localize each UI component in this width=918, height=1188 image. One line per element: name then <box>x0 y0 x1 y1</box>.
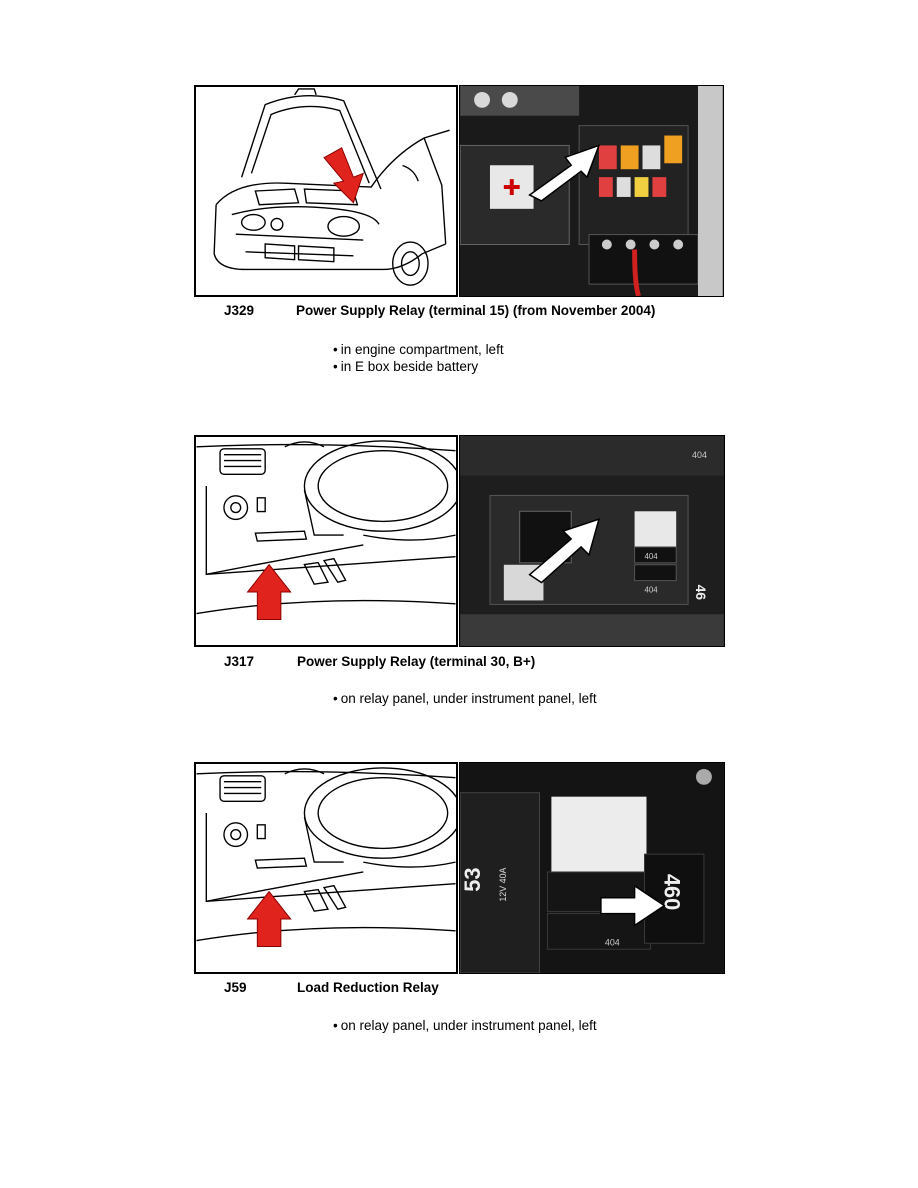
location-item: on relay panel, under instrument panel, … <box>333 690 597 707</box>
instrument-panel-icon <box>196 767 456 947</box>
location-list: on relay panel, under instrument panel, … <box>333 1017 597 1034</box>
location-list: in engine compartment, left in E box bes… <box>333 341 504 375</box>
component-code: J317 <box>224 654 255 669</box>
relay-label: 12V 40A <box>498 867 508 901</box>
relay-panel-photo-icon: 404 46 404 404 <box>460 436 724 646</box>
relay-label: 404 <box>692 450 707 460</box>
location-item: on relay panel, under instrument panel, … <box>333 1017 597 1034</box>
relay-closeup-photo-icon: 53 12V 40A 460 404 <box>460 763 724 973</box>
location-item: in E box beside battery <box>333 358 504 375</box>
location-list: on relay panel, under instrument panel, … <box>333 690 597 707</box>
component-code: J59 <box>224 980 247 995</box>
relay-label: 404 <box>645 552 659 561</box>
relay-label: 53 <box>460 868 485 892</box>
relay-panel-photo: 404 46 404 404 <box>459 435 725 647</box>
relay-label: 46 <box>693 585 709 601</box>
component-title: Power Supply Relay (terminal 15) (from N… <box>296 303 656 318</box>
engine-bay-illustration <box>194 85 458 297</box>
component-title: Power Supply Relay (terminal 30, B+) <box>297 654 536 669</box>
component-code: J329 <box>224 303 255 318</box>
relay-closeup-photo: 53 12V 40A 460 404 <box>459 762 725 974</box>
instrument-panel-icon <box>196 440 456 620</box>
relay-label: 404 <box>645 586 659 595</box>
location-item: in engine compartment, left <box>333 341 504 358</box>
relay-label: 404 <box>605 937 620 947</box>
car-hood-open-icon <box>213 88 450 286</box>
instrument-panel-illustration <box>194 762 458 974</box>
fuse-box-photo-icon <box>460 86 723 296</box>
component-title: Load Reduction Relay <box>297 980 439 995</box>
instrument-panel-illustration <box>194 435 458 647</box>
fuse-box-photo <box>459 85 724 297</box>
